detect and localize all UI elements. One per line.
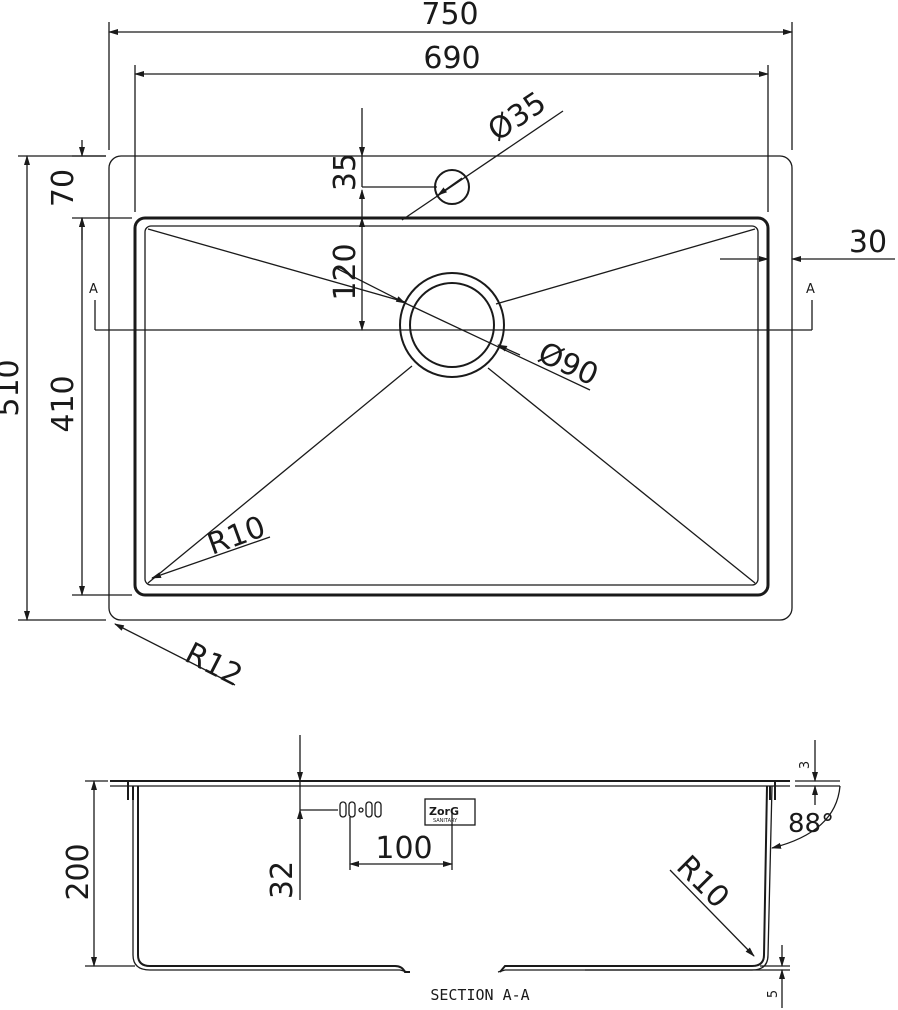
svg-text:410: 410 — [46, 375, 81, 432]
dim-bottom-offset: 5 — [585, 945, 790, 1008]
svg-text:35: 35 — [328, 153, 363, 191]
svg-text:120: 120 — [328, 243, 363, 300]
svg-text:Ø90: Ø90 — [533, 336, 604, 394]
dim-drain-offset: 120 — [328, 217, 365, 331]
dim-top-margin: 70 — [46, 140, 132, 240]
bowl-inner-outline — [144, 225, 759, 586]
dim-outer-radius: R12 — [114, 623, 248, 694]
drain-outlet — [399, 272, 505, 378]
overflow-slots — [339, 801, 382, 818]
svg-text:R10: R10 — [669, 849, 735, 915]
dim-section-height: 200 — [61, 780, 135, 967]
dim-overall-width: 750 — [108, 0, 793, 150]
dim-tap-hole-offset: 35 — [328, 108, 437, 218]
dim-rim-thickness: 3 — [795, 740, 840, 805]
svg-text:88°: 88° — [788, 809, 834, 839]
bowl-slope-lines — [147, 228, 756, 584]
svg-text:ZorG: ZorG — [429, 805, 459, 818]
svg-text:R12: R12 — [179, 636, 247, 694]
outer-flange-outline — [108, 155, 793, 621]
dim-section-corner-radius: R10 — [669, 849, 755, 957]
dim-tap-hole-diameter: Ø35 — [401, 85, 564, 221]
section-mark-right: A — [806, 282, 815, 297]
top-view: A A 750 690 Ø35 35 — [0, 0, 895, 694]
svg-text:30: 30 — [849, 225, 887, 260]
dim-overflow-height: 32 — [265, 735, 338, 900]
svg-text:SANITARY: SANITARY — [433, 818, 458, 824]
svg-text:690: 690 — [423, 41, 480, 76]
svg-text:70: 70 — [46, 169, 81, 207]
svg-text:3: 3 — [798, 761, 813, 769]
dim-right-margin: 30 — [720, 225, 895, 262]
dim-overall-depth: 510 — [0, 155, 106, 621]
dim-wall-angle: 88° — [771, 785, 841, 849]
section-view: ZorG SANITARY 200 32 100 — [61, 735, 841, 1008]
dim-overflow-width: 100 — [349, 812, 453, 870]
svg-text:R10: R10 — [203, 509, 270, 562]
dim-bowl-depth: 410 — [46, 217, 132, 596]
tap-hole — [434, 169, 470, 205]
section-cut-line: A A — [89, 282, 815, 331]
brand-logo: ZorG SANITARY — [424, 798, 476, 826]
svg-text:510: 510 — [0, 359, 26, 416]
bowl-outer-outline — [133, 216, 770, 597]
section-caption: SECTION A-A — [430, 986, 529, 1004]
svg-text:100: 100 — [375, 831, 432, 866]
svg-text:200: 200 — [61, 843, 96, 900]
dim-bowl-width: 690 — [134, 41, 769, 212]
section-bowl-profile — [137, 785, 768, 973]
svg-text:750: 750 — [421, 0, 478, 32]
svg-text:Ø35: Ø35 — [482, 85, 553, 149]
svg-text:5: 5 — [766, 990, 781, 998]
section-mark-left: A — [89, 282, 98, 297]
svg-text:32: 32 — [265, 861, 300, 899]
dim-inner-radius: R10 — [151, 509, 271, 579]
